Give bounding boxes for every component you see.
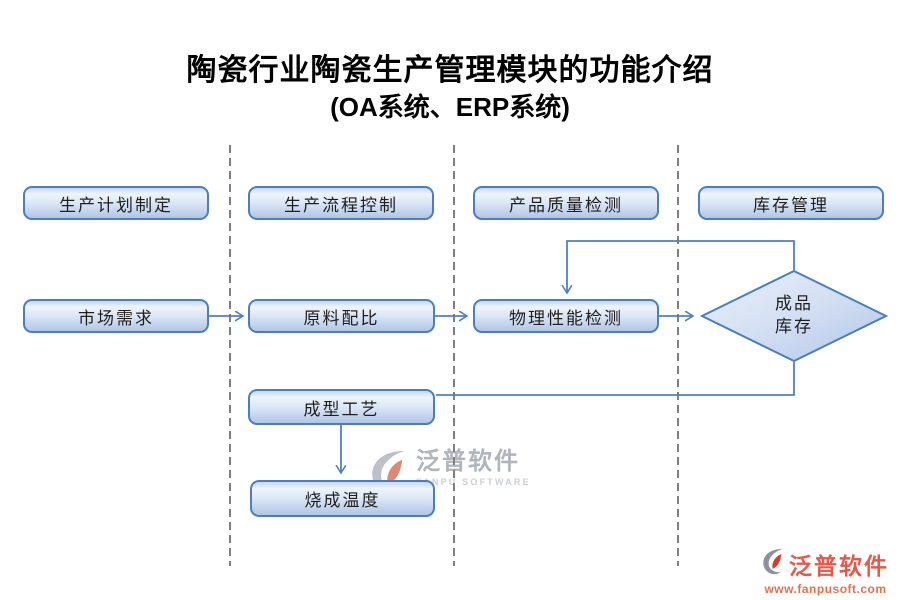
- header-process-control: 生产流程控制: [248, 186, 434, 220]
- node-firing-temperature: 烧成温度: [250, 480, 435, 517]
- title-line1: 陶瓷行业陶瓷生产管理模块的功能介绍: [186, 54, 714, 87]
- title-line2: (OA系统、ERP系统): [330, 91, 570, 122]
- header-inventory-management: 库存管理: [698, 186, 884, 220]
- fanpu-swoosh-icon: [762, 548, 786, 580]
- node-physical-performance-test: 物理性能检测: [473, 299, 659, 333]
- flow-arrows: [209, 240, 795, 472]
- finished-inventory-label-line2: 库存: [775, 317, 813, 336]
- node-market-demand: 市场需求: [23, 299, 209, 333]
- node-molding-process: 成型工艺: [248, 389, 435, 425]
- page-title: 陶瓷行业陶瓷生产管理模块的功能介绍 (OA系统、ERP系统): [0, 52, 900, 123]
- watermark-brand-en-text: FANPU SOFTWARE: [416, 477, 531, 488]
- lane-divider-lines: [229, 145, 679, 566]
- header-quality-inspection: 产品质量检测: [473, 186, 659, 220]
- header-production-planning: 生产计划制定: [23, 186, 209, 220]
- footer-brand-logo: 泛普软件 www.fanpusoft.com: [762, 547, 889, 596]
- node-raw-material-ratio: 原料配比: [248, 299, 435, 333]
- footer-url-text: www.fanpusoft.com: [764, 582, 887, 596]
- watermark-brand-text: 泛普软件: [416, 448, 520, 475]
- node-finished-product-inventory: 成品 库存: [699, 269, 889, 363]
- finished-inventory-label-line1: 成品: [775, 294, 813, 314]
- footer-brand-text: 泛普软件: [789, 553, 889, 579]
- diamond-shape: [699, 269, 889, 363]
